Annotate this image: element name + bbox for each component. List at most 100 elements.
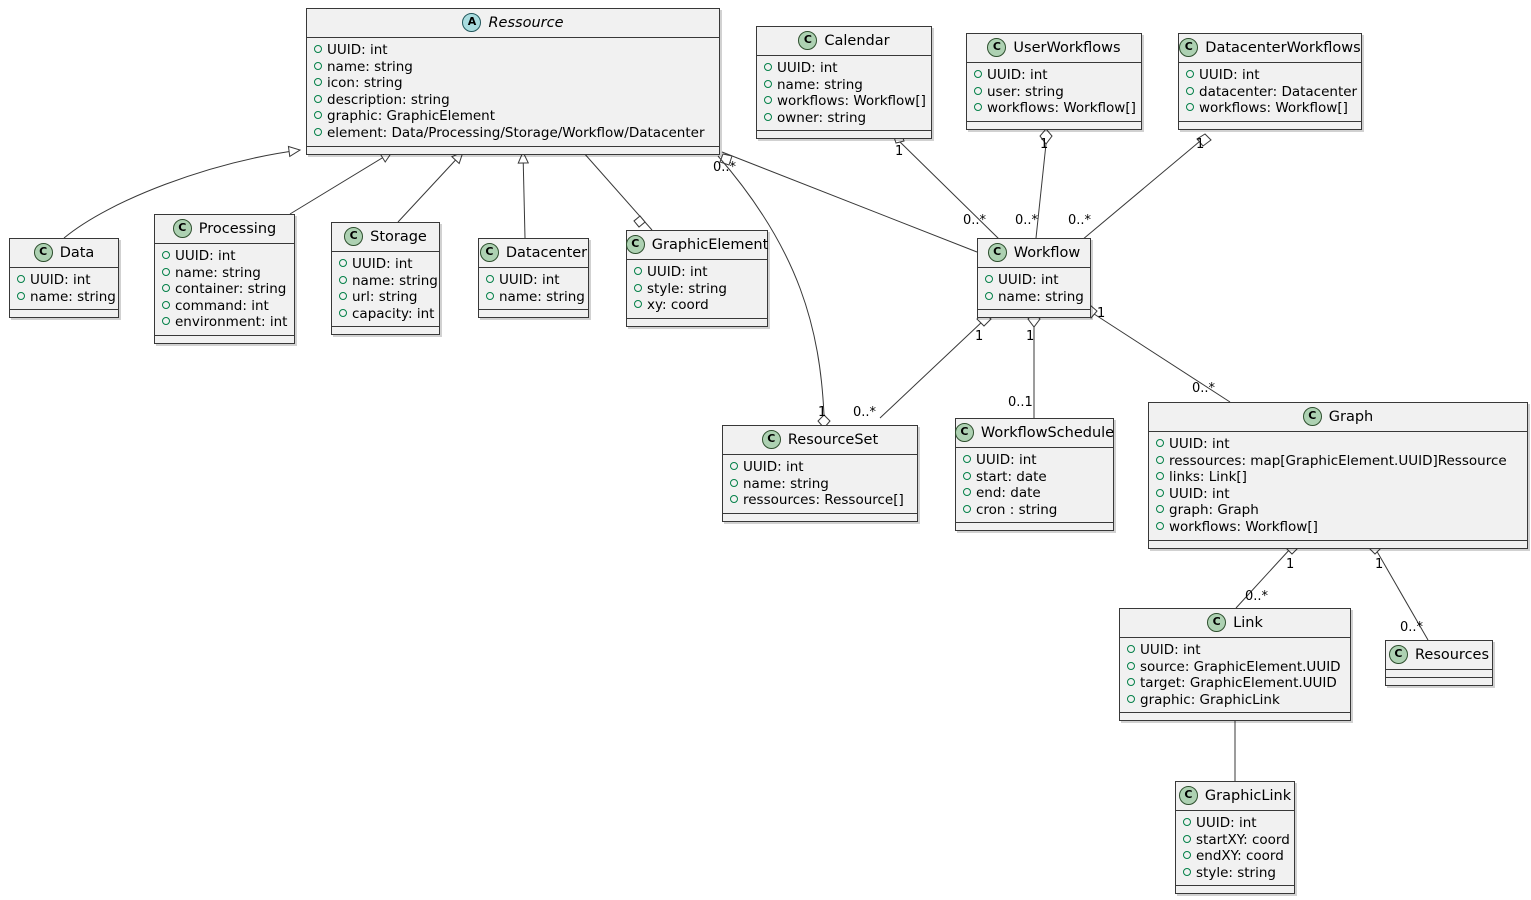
class-title-workflow: Workflow (1013, 244, 1081, 261)
attribute-text: graphic: GraphicElement (327, 108, 496, 125)
visibility-public-icon (1127, 694, 1135, 703)
visibility-public-icon (1186, 70, 1194, 78)
visibility-public-icon (985, 291, 993, 300)
attribute-row: icon: string (314, 75, 713, 92)
attribute-text: style: string (647, 280, 727, 297)
attribute-text: user: string (987, 83, 1064, 100)
multiplicity-label: 1 (1040, 137, 1049, 152)
attribute-row: workflows: Workflow[] (1186, 100, 1355, 117)
attribute-text: end: date (976, 485, 1041, 502)
attribute-text: UUID: int (777, 60, 838, 76)
class-title-graphiclink: GraphicLink (1204, 787, 1292, 804)
visibility-public-icon (1156, 455, 1164, 464)
class-methods-link (1120, 713, 1350, 721)
attribute-text: name: string (327, 58, 413, 75)
visibility-public-icon (17, 291, 25, 300)
attribute-row: UUID: int (1156, 486, 1521, 503)
class-title-graph: Graph (1328, 408, 1374, 425)
class-title-resources: Resources (1414, 646, 1490, 663)
multiplicity-label: 0..* (1068, 213, 1092, 228)
visibility-public-icon (17, 275, 25, 283)
visibility-public-icon (1183, 818, 1191, 826)
attribute-row: datacenter: Datacenter (1186, 84, 1357, 101)
attribute-row: links: Link[] (1156, 469, 1521, 486)
edge-ressource-graphicelement (582, 151, 653, 231)
attribute-row: name: string (985, 289, 1084, 306)
visibility-public-icon (162, 284, 170, 293)
attribute-text: UUID: int (1169, 485, 1230, 502)
attribute-text: container: string (175, 281, 287, 298)
visibility-public-icon (314, 111, 322, 120)
visibility-public-icon (339, 259, 347, 267)
attribute-row: name: string (17, 289, 116, 306)
attribute-row: workflows: Workflow[] (764, 93, 926, 110)
class-methods-workflow (978, 310, 1090, 318)
multiplicity-label: 0..1 (1008, 395, 1033, 410)
visibility-public-icon (486, 291, 494, 300)
class-icon: C (987, 243, 1007, 262)
attribute-text: environment: int (175, 314, 288, 331)
class-title-graphicelement: GraphicElement (651, 236, 769, 253)
visibility-public-icon (764, 112, 772, 121)
attribute-row: cron : string (963, 502, 1107, 519)
attribute-row: name: string (339, 273, 438, 290)
visibility-public-icon (985, 275, 993, 283)
class-methods-workflowschedule (956, 523, 1113, 531)
attribute-text: startXY: coord (1196, 831, 1290, 848)
visibility-public-icon (162, 267, 170, 276)
multiplicity-label: 0..* (1192, 381, 1216, 396)
attribute-row: graph: Graph (1156, 502, 1521, 519)
attribute-row: UUID: int (314, 42, 713, 59)
multiplicity-label: 1 (818, 405, 827, 420)
attribute-text: UUID: int (987, 67, 1048, 83)
class-methods-graphicelement (627, 318, 767, 326)
visibility-public-icon (314, 78, 322, 87)
attribute-row: container: string (162, 281, 288, 298)
attribute-row: UUID: int (162, 248, 288, 265)
attribute-row: endXY: coord (1183, 848, 1288, 865)
attribute-text: url: string (352, 289, 418, 306)
attribute-row: ressources: map[GraphicElement.UUID]Ress… (1156, 453, 1521, 470)
attribute-row: target: GraphicElement.UUID (1127, 675, 1344, 692)
attribute-row: startXY: coord (1183, 831, 1290, 849)
class-title-calendar: Calendar (824, 32, 890, 49)
attribute-text: UUID: int (1169, 436, 1230, 452)
multiplicity-label: 0..* (963, 213, 987, 228)
attribute-row: xy: coord (634, 297, 761, 314)
class-title-data: Data (59, 244, 95, 261)
attribute-text: owner: string (777, 109, 867, 126)
attribute-text: ressources: map[GraphicElement.UUID]Ress… (1169, 452, 1507, 469)
attribute-text: name: string (777, 76, 863, 93)
edge-workflow-resourceset (879, 319, 985, 419)
attribute-row: workflows: Workflow[] (1156, 519, 1521, 536)
class-attributes-resources (1386, 670, 1492, 678)
